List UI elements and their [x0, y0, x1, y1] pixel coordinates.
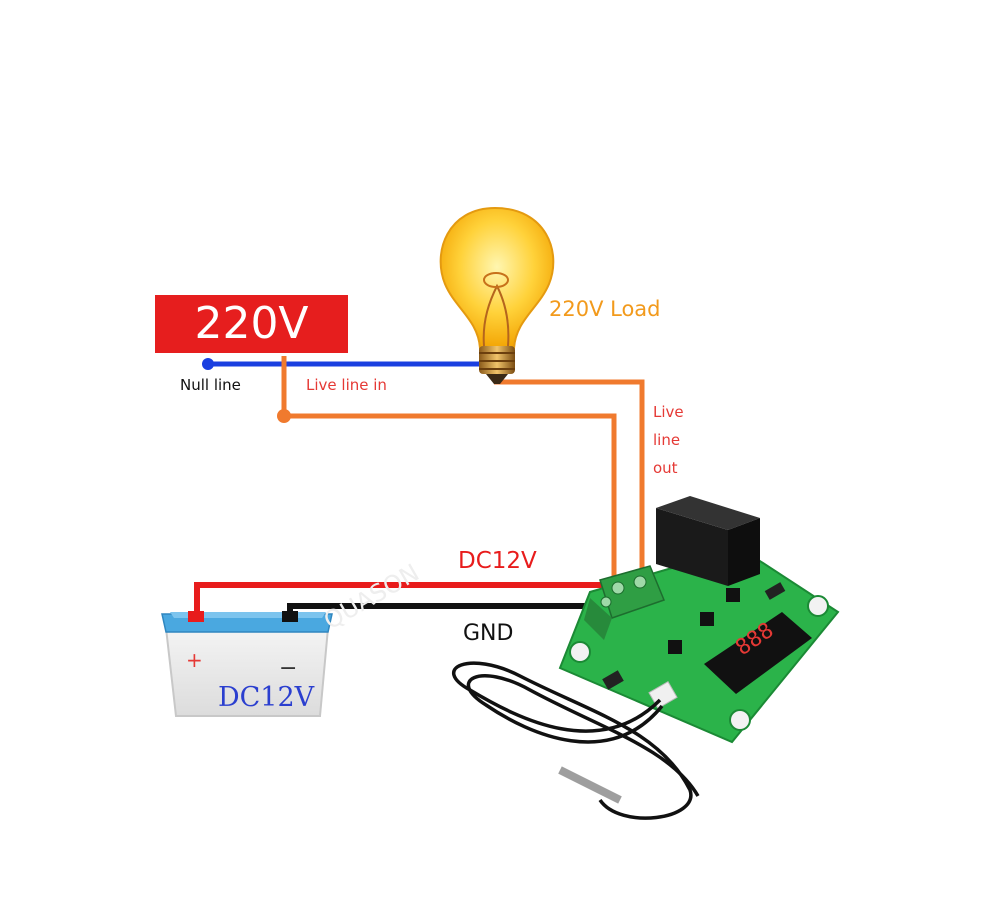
- battery-plus-label: +: [186, 648, 203, 672]
- thermostat-board: 888: [558, 496, 840, 744]
- relay: [656, 496, 760, 586]
- battery-voltage-label: DC12V: [218, 682, 315, 713]
- null-line-wire: [202, 358, 486, 370]
- gnd-label: GND: [463, 621, 514, 646]
- bulb-icon: [439, 206, 555, 384]
- watermark: QUASON: [319, 558, 424, 635]
- load-label: 220V Load: [549, 297, 661, 321]
- live-line-out-label: Live line out: [653, 403, 684, 477]
- board-buttons: [668, 588, 740, 654]
- battery-icon: [161, 611, 333, 717]
- live-line-out-wire: [494, 379, 645, 578]
- battery-minus-label: −: [279, 656, 298, 681]
- dc12v-wire: [194, 582, 618, 618]
- terminal-block: [584, 565, 665, 640]
- source-voltage-label: 220V: [155, 295, 348, 353]
- temperature-probe: [452, 661, 700, 820]
- live-line-in-label: Live line in: [306, 376, 387, 394]
- null-line-label: Null line: [180, 376, 241, 394]
- live-line-in-wire: [277, 356, 617, 578]
- dc12v-wire-label: DC12V: [458, 548, 537, 574]
